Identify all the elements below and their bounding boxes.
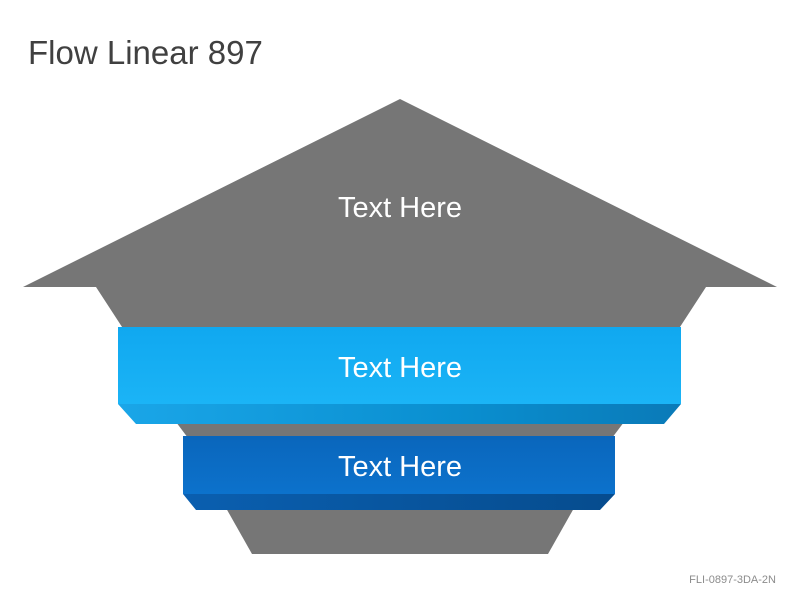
connector-bottom [226, 508, 574, 554]
band-light-blue-bevel [118, 404, 681, 424]
band-dark-blue-bevel [183, 494, 615, 510]
footer-code: FLI-0897-3DA-2N [689, 574, 776, 586]
arrow-shape [23, 99, 777, 330]
band-bottom-label: Text Here [338, 451, 462, 483]
band-dark-blue-face [183, 436, 615, 494]
arrow-label: Text Here [338, 192, 462, 224]
slide-title: Flow Linear 897 [28, 34, 263, 71]
band-top-label: Text Here [338, 352, 462, 384]
band-light-blue-face [118, 327, 681, 404]
connector-mid [176, 422, 624, 438]
